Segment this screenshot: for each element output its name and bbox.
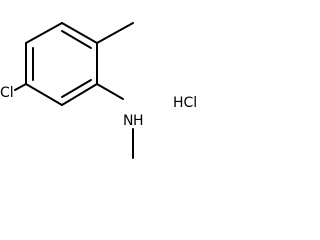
amine-hydrogen-label: H bbox=[133, 113, 144, 129]
methyl-bond-top bbox=[96, 22, 134, 44]
benzene-ring bbox=[25, 22, 98, 106]
ring-bond-c6-c1 bbox=[61, 83, 98, 106]
chlorine-bond bbox=[14, 83, 27, 91]
ring-bond-c2-c3 bbox=[61, 22, 98, 44]
ring-double-bond-inner-3 bbox=[61, 79, 92, 98]
ring-bond-c5-c6 bbox=[25, 83, 63, 106]
chemical-structure-diagram: Cl N H HCl bbox=[0, 22, 197, 159]
chlorine-atom-label: Cl bbox=[0, 85, 14, 101]
ring-double-bond-inner-1 bbox=[61, 30, 92, 49]
nitrogen-atom-label: N bbox=[123, 113, 133, 129]
ring-bond-c3-c4 bbox=[25, 22, 63, 44]
amine-bond bbox=[96, 83, 124, 100]
hydrochloride-label: HCl bbox=[173, 95, 197, 111]
